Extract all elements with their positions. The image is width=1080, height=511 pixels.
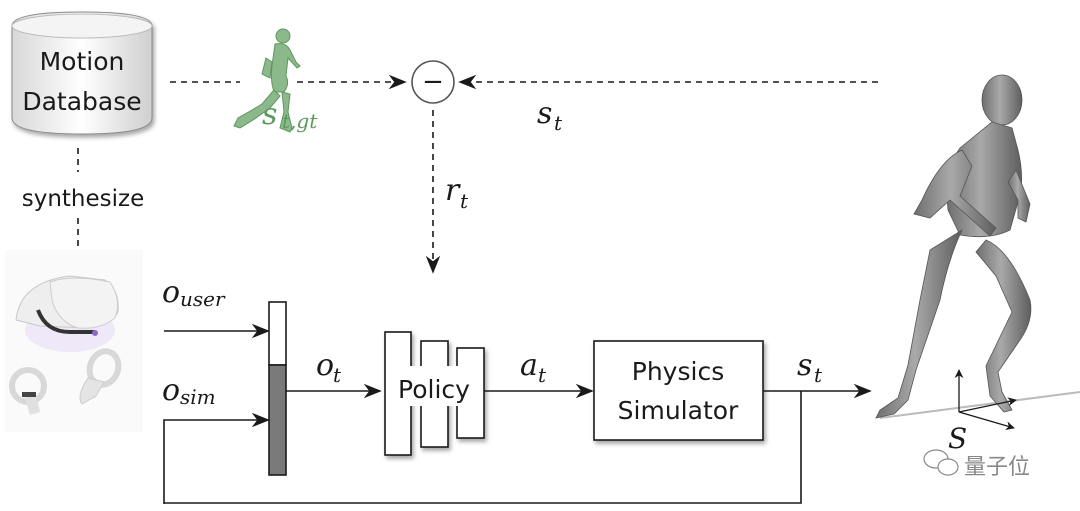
ground-truth-motion-figure-icon: [233, 28, 301, 133]
vr-controller-right-icon: [79, 348, 122, 405]
state-feedback-symbol: s: [537, 96, 552, 131]
motion-database: [11, 11, 153, 135]
feedback-loop-line: [164, 391, 802, 504]
simulated-humanoid-figure: [875, 74, 1080, 419]
state-output-symbol: s: [797, 348, 812, 383]
user-obs-symbol: o: [162, 275, 180, 310]
sim-obs-symbol: o: [162, 373, 180, 408]
sim-obs-arrow: [163, 412, 270, 504]
state-feedback-subscript: t: [554, 111, 563, 135]
vr-controller-left-icon: [9, 367, 47, 415]
coordinate-frame-icon: [954, 369, 1017, 431]
subtract-node: [411, 60, 455, 104]
sim-obs-subscript: sim: [180, 385, 216, 409]
frame-label: S: [948, 422, 967, 455]
obs-subscript: t: [333, 363, 342, 387]
obs-symbol: o: [316, 348, 334, 383]
vr-headset-icon: [5, 250, 143, 432]
action-symbol: a: [520, 348, 538, 383]
policy-label: Policy: [398, 375, 470, 404]
state-output-subscript: t: [814, 363, 823, 387]
wechat-logo-icon: [923, 449, 959, 476]
action-subscript: t: [538, 363, 547, 387]
synthesize-label: synthesize: [22, 186, 145, 212]
reward-symbol: r: [445, 173, 461, 208]
obs-bar-user-segment: [268, 301, 287, 366]
physics-simulator-box: [593, 340, 764, 441]
ground-truth-state-subscript: t,gt: [282, 109, 318, 133]
motion-database-label-line1: Motion: [40, 47, 125, 76]
physics-simulator-label-line1: Physics: [632, 357, 724, 386]
watermark-text: 量子位: [964, 455, 1030, 480]
policy-label-bg: [392, 366, 476, 406]
subtract-symbol: −: [422, 67, 444, 97]
motion-database-label-line2: Database: [22, 87, 141, 116]
user-obs-subscript: user: [180, 287, 226, 311]
obs-bar-sim-segment: [268, 364, 287, 476]
physics-simulator-label-line2: Simulator: [618, 396, 739, 425]
ground-truth-state-symbol: s: [262, 97, 277, 132]
reward-subscript: t: [460, 189, 469, 213]
